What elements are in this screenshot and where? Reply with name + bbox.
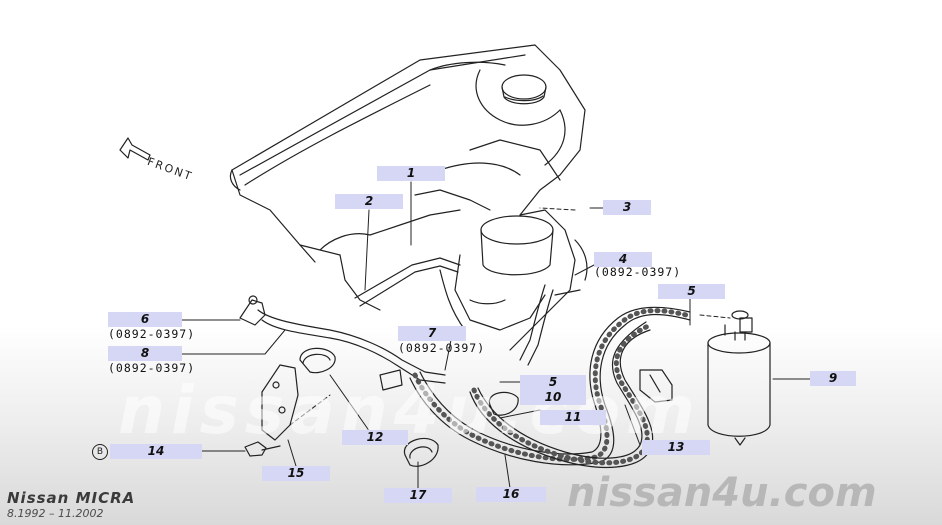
callout-6[interactable]: 6 (108, 312, 182, 327)
bracket (244, 364, 299, 457)
engine-outline (229, 44, 588, 351)
date-range-7: (0892-0397) (398, 341, 486, 355)
callout-5b[interactable]: 5 (520, 375, 586, 390)
leader-lines (181, 181, 811, 489)
valve-part (239, 295, 266, 326)
date-range-4: (0892-0397) (594, 265, 682, 279)
clamps (299, 347, 673, 467)
front-arrow (119, 137, 151, 161)
charcoal-canister (707, 310, 771, 446)
callout-8[interactable]: 8 (108, 346, 182, 361)
marker-b-label: B (96, 447, 104, 457)
callout-15[interactable]: 15 (262, 466, 330, 481)
callout-5a[interactable]: 5 (658, 284, 725, 299)
callout-1[interactable]: 1 (377, 166, 445, 181)
marker-b-icon: B (92, 444, 108, 460)
watermark-center: nissan4u.com (118, 372, 701, 449)
upper-hoses (257, 257, 581, 384)
footer-model: Nissan MICRA (7, 489, 136, 507)
callout-16[interactable]: 16 (476, 487, 546, 502)
callout-17[interactable]: 17 (384, 488, 452, 503)
watermark-bottom-right: nissan4u.com (567, 470, 877, 516)
date-range-6: (0892-0397) (108, 327, 196, 341)
callout-12[interactable]: 12 (342, 430, 408, 445)
callout-3[interactable]: 3 (603, 200, 651, 215)
footer-years: 8.1992 – 11.2002 (7, 507, 104, 520)
date-range-8: (0892-0397) (108, 361, 196, 375)
callout-14[interactable]: 14 (110, 444, 202, 459)
callout-11[interactable]: 11 (540, 410, 606, 425)
callout-9[interactable]: 9 (810, 371, 856, 386)
callout-13[interactable]: 13 (642, 440, 710, 455)
throttle-body (439, 215, 554, 331)
callout-2[interactable]: 2 (335, 194, 403, 209)
callout-10[interactable]: 10 (520, 390, 586, 405)
callout-7[interactable]: 7 (398, 326, 466, 341)
callout-4[interactable]: 4 (594, 252, 652, 267)
